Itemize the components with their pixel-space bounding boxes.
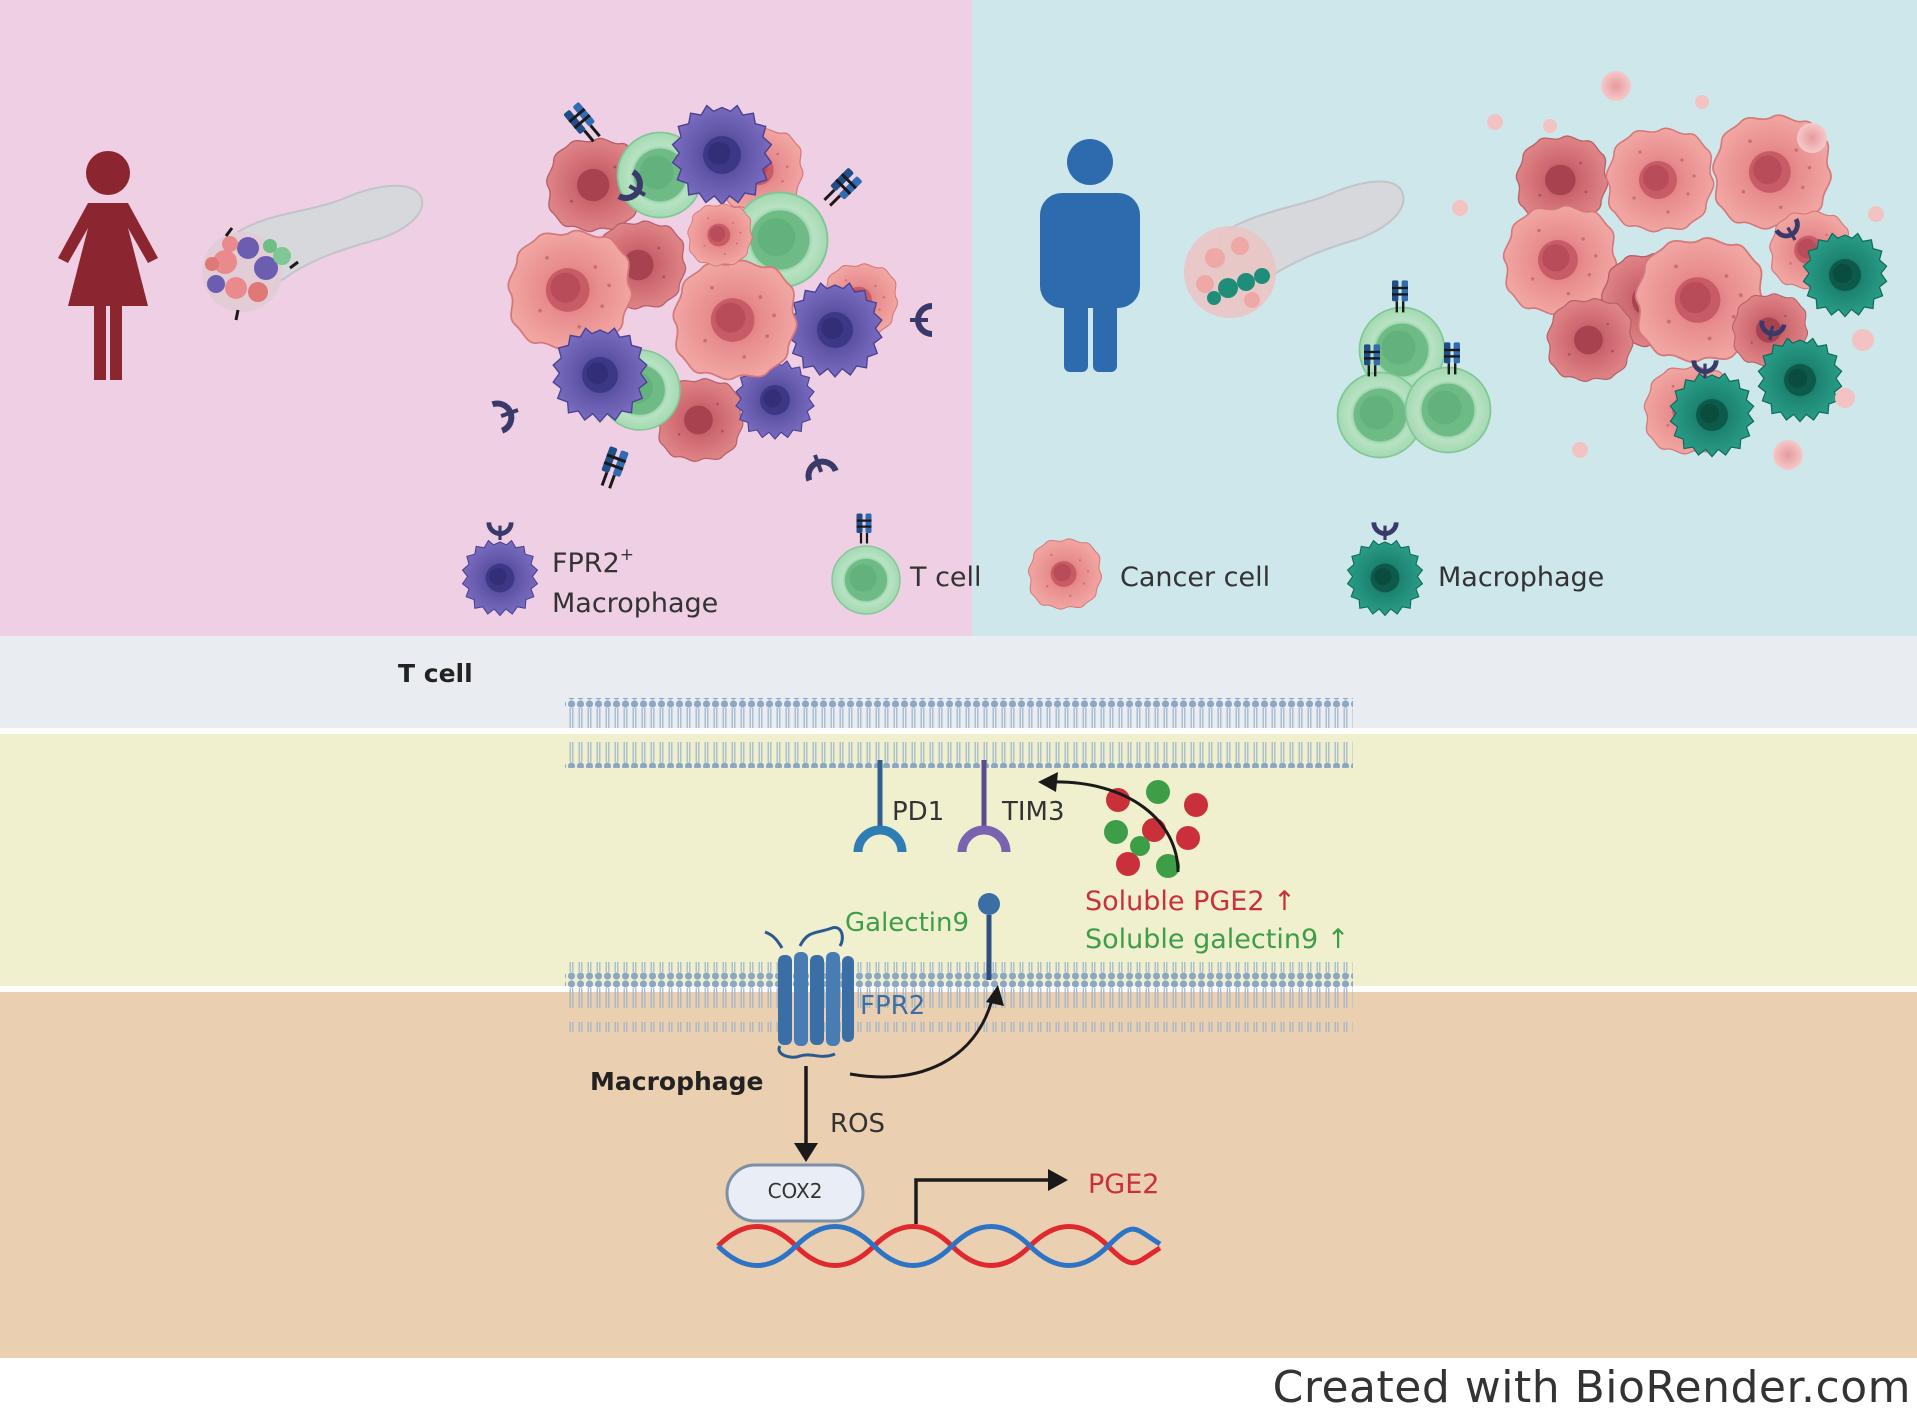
ros-label: ROS (830, 1109, 885, 1139)
pancreas-tumor-icon (202, 184, 424, 321)
arrow-fpr2-to-cox2 (794, 1066, 818, 1162)
legend: FPR2+ Macrophage T cell Cancer cell Macr… (463, 512, 1604, 619)
arrow-transcription-to-pge2 (914, 1169, 1068, 1224)
fpr2-receptor-icon (764, 926, 854, 1059)
arrow-soluble-to-tim3 (1038, 772, 1180, 873)
male-pancreas-tumor-icon (1184, 180, 1405, 318)
soluble-pge2-label: Soluble PGE2 ↑ (1085, 886, 1296, 917)
macrophage-cytoplasm-band (0, 992, 1917, 1358)
dna-helix-icon (716, 1224, 1162, 1268)
extracellular-space-band (0, 734, 1917, 986)
biorender-credit: Created with BioRender.com (1272, 1362, 1911, 1413)
legend-cancer-cell-label: Cancer cell (1120, 562, 1270, 593)
tim3-receptor-icon (957, 760, 1011, 853)
macrophage-membrane (565, 962, 1353, 1032)
soluble-particles (1452, 71, 1884, 470)
pge2-label: PGE2 (1088, 1169, 1159, 1200)
legend-cancer-cell-icon (1028, 539, 1101, 609)
legend-fpr2-macrophage-label-line1: FPR2+ (552, 545, 634, 579)
male-figure-icon (1040, 139, 1140, 372)
tcell-label: T cell (398, 659, 473, 688)
pd1-receptor-icon (853, 760, 907, 853)
galectin9-ligand-icon (978, 893, 1000, 980)
macrophage-label: Macrophage (590, 1067, 764, 1096)
pd1-label: PD1 (892, 797, 944, 827)
tcell-membrane (565, 698, 1353, 768)
fpr2-label: FPR2 (860, 991, 925, 1021)
galectin9-label: Galectin9 (845, 908, 969, 938)
cox2-protein-icon (725, 1163, 865, 1223)
legend-fpr2-macrophage-label-line2: Macrophage (552, 588, 718, 619)
arrow-fpr2-to-galectin9 (849, 985, 1004, 1079)
female-figure-icon (58, 151, 158, 380)
legend-macrophage-label: Macrophage (1438, 562, 1604, 593)
tim3-label: TIM3 (1001, 797, 1065, 827)
cox2-label: COX2 (768, 1179, 823, 1203)
soluble-galectin9-label: Soluble galectin9 ↑ (1085, 924, 1349, 955)
legend-tcell-label: T cell (909, 562, 982, 593)
